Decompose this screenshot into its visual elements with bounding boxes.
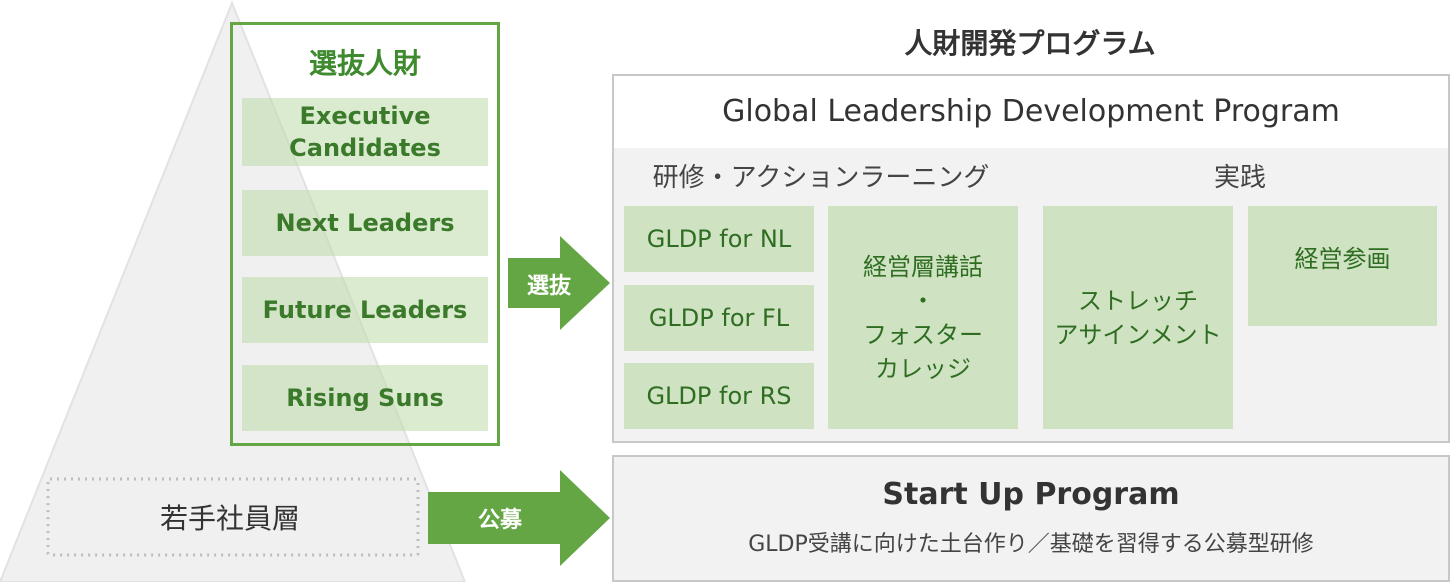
recruitment-arrow-icon [428,470,610,566]
stretch-line1: ストレッチ [1078,286,1198,315]
lecture-line3: フォスター [863,320,983,349]
lecture-line1: 経営層講話 [863,252,983,281]
startup-panel [612,455,1450,582]
tier-rising-suns: Rising Suns [242,365,488,431]
course-gldp-nl: GLDP for NL [624,206,814,272]
startup-title: Start Up Program [882,476,1180,512]
stretch-line2: アサインメント [1054,320,1222,349]
selection-arrow-icon [508,236,610,330]
junior-employee-layer-label: 若手社員層 [159,502,300,535]
program-title: 人財開発プログラム [904,27,1156,60]
management-participation-box: 経営参画 [1248,206,1437,326]
selection-arrow-label: 選抜 [526,274,571,299]
gldp-name: Global Leadership Development Program [722,93,1340,129]
course-gldp-rs: GLDP for RS [624,363,814,429]
tier-next-leaders: Next Leaders [242,190,488,256]
management-label: 経営参画 [1294,245,1391,273]
course-gldp-fl: GLDP for FL [624,285,814,351]
tier-future-leaders: Future Leaders [242,277,488,343]
executive-lecture-box: 経営層講話 ・ フォスター カレッジ [828,206,1018,429]
recruitment-arrow-label: 公募 [477,508,522,533]
lecture-line4: カレッジ [875,354,971,383]
tier-label-line1: Executive [299,102,431,130]
selected-talent-frame [230,22,500,446]
startup-description: GLDP受講に向けた土台作り／基礎を習得する公募型研修 [748,532,1314,557]
selected-talent-title: 選抜人財 [308,47,421,80]
tier-executive-candidates: Executive Candidates [242,98,488,166]
stretch-assignment-box: ストレッチ アサインメント [1043,206,1233,429]
tier-label: Rising Suns [286,384,444,412]
training-heading: 研修・アクションラーニング [652,162,990,193]
practice-heading: 実践 [1213,162,1266,193]
tier-label: Next Leaders [275,209,455,237]
tier-label: Future Leaders [262,296,468,324]
lecture-line2: ・ [911,286,935,315]
tier-label-line2: Candidates [289,134,441,162]
